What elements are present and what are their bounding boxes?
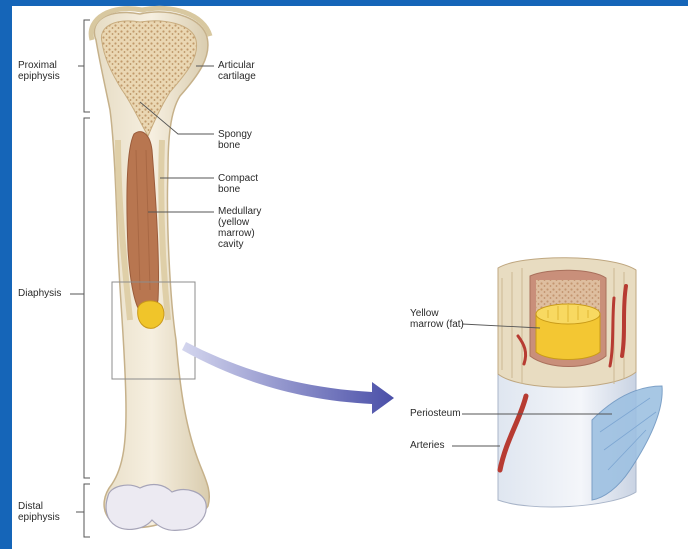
label-arteries: Arteries xyxy=(410,440,444,451)
label-yellow-marrow: Yellow marrow (fat) xyxy=(410,308,464,330)
label-articular-cartilage: Articular cartilage xyxy=(218,60,256,82)
cross-section-illustration xyxy=(498,258,662,507)
zoom-arrow xyxy=(182,342,394,414)
label-proximal-epiphysis: Proximal epiphysis xyxy=(18,60,60,82)
label-spongy-bone: Spongy bone xyxy=(218,129,252,151)
yellow-marrow-small xyxy=(138,301,164,328)
label-periosteum: Periosteum xyxy=(410,408,461,419)
epiphysis-brackets xyxy=(70,20,90,537)
distal-condyles xyxy=(106,485,206,531)
label-diaphysis: Diaphysis xyxy=(18,288,61,299)
long-bone-illustration xyxy=(91,8,210,530)
label-medullary-cavity: Medullary (yellow marrow) cavity xyxy=(218,206,261,250)
label-distal-epiphysis: Distal epiphysis xyxy=(18,501,60,523)
label-compact-bone: Compact bone xyxy=(218,173,258,195)
